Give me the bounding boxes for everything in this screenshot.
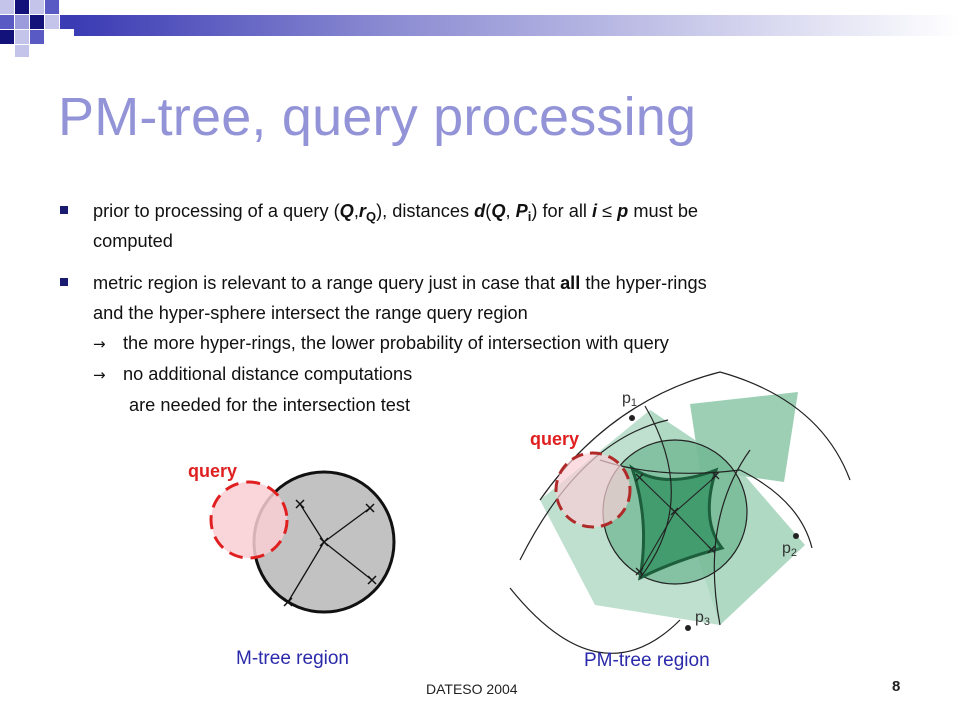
pmtree-intersection-region [629, 464, 725, 581]
pivot-p3: p3 [685, 609, 710, 631]
pivot-subscript: i [527, 209, 532, 224]
radius-symbol: r [358, 201, 366, 221]
text-segment: ), distances [376, 201, 475, 221]
arrow-text: no additional distance computations [123, 364, 413, 384]
text-segment: ≤ [597, 201, 618, 221]
svg-text:p3: p3 [695, 609, 710, 628]
bullet-1-line-2: computed [93, 231, 173, 251]
pmtree-caption: PM-tree region [584, 650, 710, 671]
pmtree-object-marks [635, 471, 720, 576]
pivot-p2: p2 [782, 533, 799, 559]
page-number: 8 [892, 678, 901, 695]
pivot-label: p [695, 609, 704, 626]
square-bullet-icon [60, 206, 68, 214]
pivot-count-symbol: p [617, 201, 629, 221]
pmtree-diagram: query p1 p2 p3 PM-tree region [509, 371, 851, 671]
top-banner [0, 0, 960, 57]
text-segment: metric region is relevant to a range que… [93, 273, 561, 293]
pivot-subscript: 3 [704, 616, 710, 628]
text-segment: must be [628, 201, 699, 221]
bullet-2-line-2: and the hyper-sphere intersect the range… [93, 303, 528, 323]
pivot-label: p [782, 540, 791, 557]
arrow-text: the more hyper-rings, the lower probabil… [123, 333, 669, 353]
text-segment: the hyper-rings [580, 273, 707, 293]
bullet-item: prior to processing of a query (Q,rQ), d… [58, 196, 918, 256]
pmtree-query-circle [554, 451, 632, 529]
mtree-caption: M-tree region [236, 648, 349, 669]
mtree-query-fill [211, 482, 287, 558]
bullet-1-line-1: prior to processing of a query (Q,rQ), d… [93, 196, 918, 226]
pmtree-ring-arcs [509, 371, 851, 654]
banner-squares-decoration [0, 0, 74, 57]
pmtree-routing-lines [639, 475, 717, 573]
pivot-symbol: P [515, 201, 528, 221]
radius-subscript: Q [365, 209, 377, 224]
right-arrow-icon: → [93, 335, 106, 353]
bullet-2-arrow-line-2: → no additional distance computations [93, 359, 918, 390]
mtree-query-label: query [188, 461, 237, 481]
banner-gradient-bar [74, 15, 960, 36]
emphasis-all: all [560, 273, 581, 293]
pivot-p1: p1 [622, 390, 637, 421]
pmtree-query-label: query [530, 429, 579, 449]
mtree-routing-lines [287, 503, 373, 603]
text-segment: ) for all [531, 201, 593, 221]
text-segment: , [353, 201, 359, 221]
pmtree-query-fill [556, 453, 630, 527]
text-segment: prior to processing of a query ( [93, 201, 340, 221]
bullet-2-arrow-line-3: are needed for the intersection test [129, 395, 411, 415]
text-segment: , [505, 201, 516, 221]
mtree-diagram: query M-tree region [188, 461, 396, 669]
index-symbol: i [592, 201, 598, 221]
svg-text:p1: p1 [622, 390, 637, 409]
query-symbol: Q [491, 201, 506, 221]
mtree-object-marks [283, 499, 377, 607]
right-arrow-icon: → [93, 366, 106, 384]
pivot-subscript: 1 [631, 397, 637, 409]
mtree-query-circle [209, 480, 289, 560]
pivot-subscript: 2 [791, 547, 797, 559]
bullet-2-line-1: metric region is relevant to a range que… [93, 268, 918, 298]
bullet-2-arrow-line: → the more hyper-rings, the lower probabi… [93, 328, 918, 359]
svg-text:p2: p2 [782, 540, 797, 559]
footer-conference: DATESO 2004 [426, 681, 518, 697]
distance-symbol: d [474, 201, 486, 221]
text-segment: ( [485, 201, 492, 221]
bullet-list: prior to processing of a query (Q,rQ), d… [58, 196, 918, 432]
bullet-item: metric region is relevant to a range que… [58, 268, 918, 420]
slide-title: PM-tree, query processing [58, 87, 697, 147]
query-symbol: Q [339, 201, 354, 221]
pivot-label: p [622, 390, 631, 407]
square-bullet-icon [60, 278, 68, 286]
